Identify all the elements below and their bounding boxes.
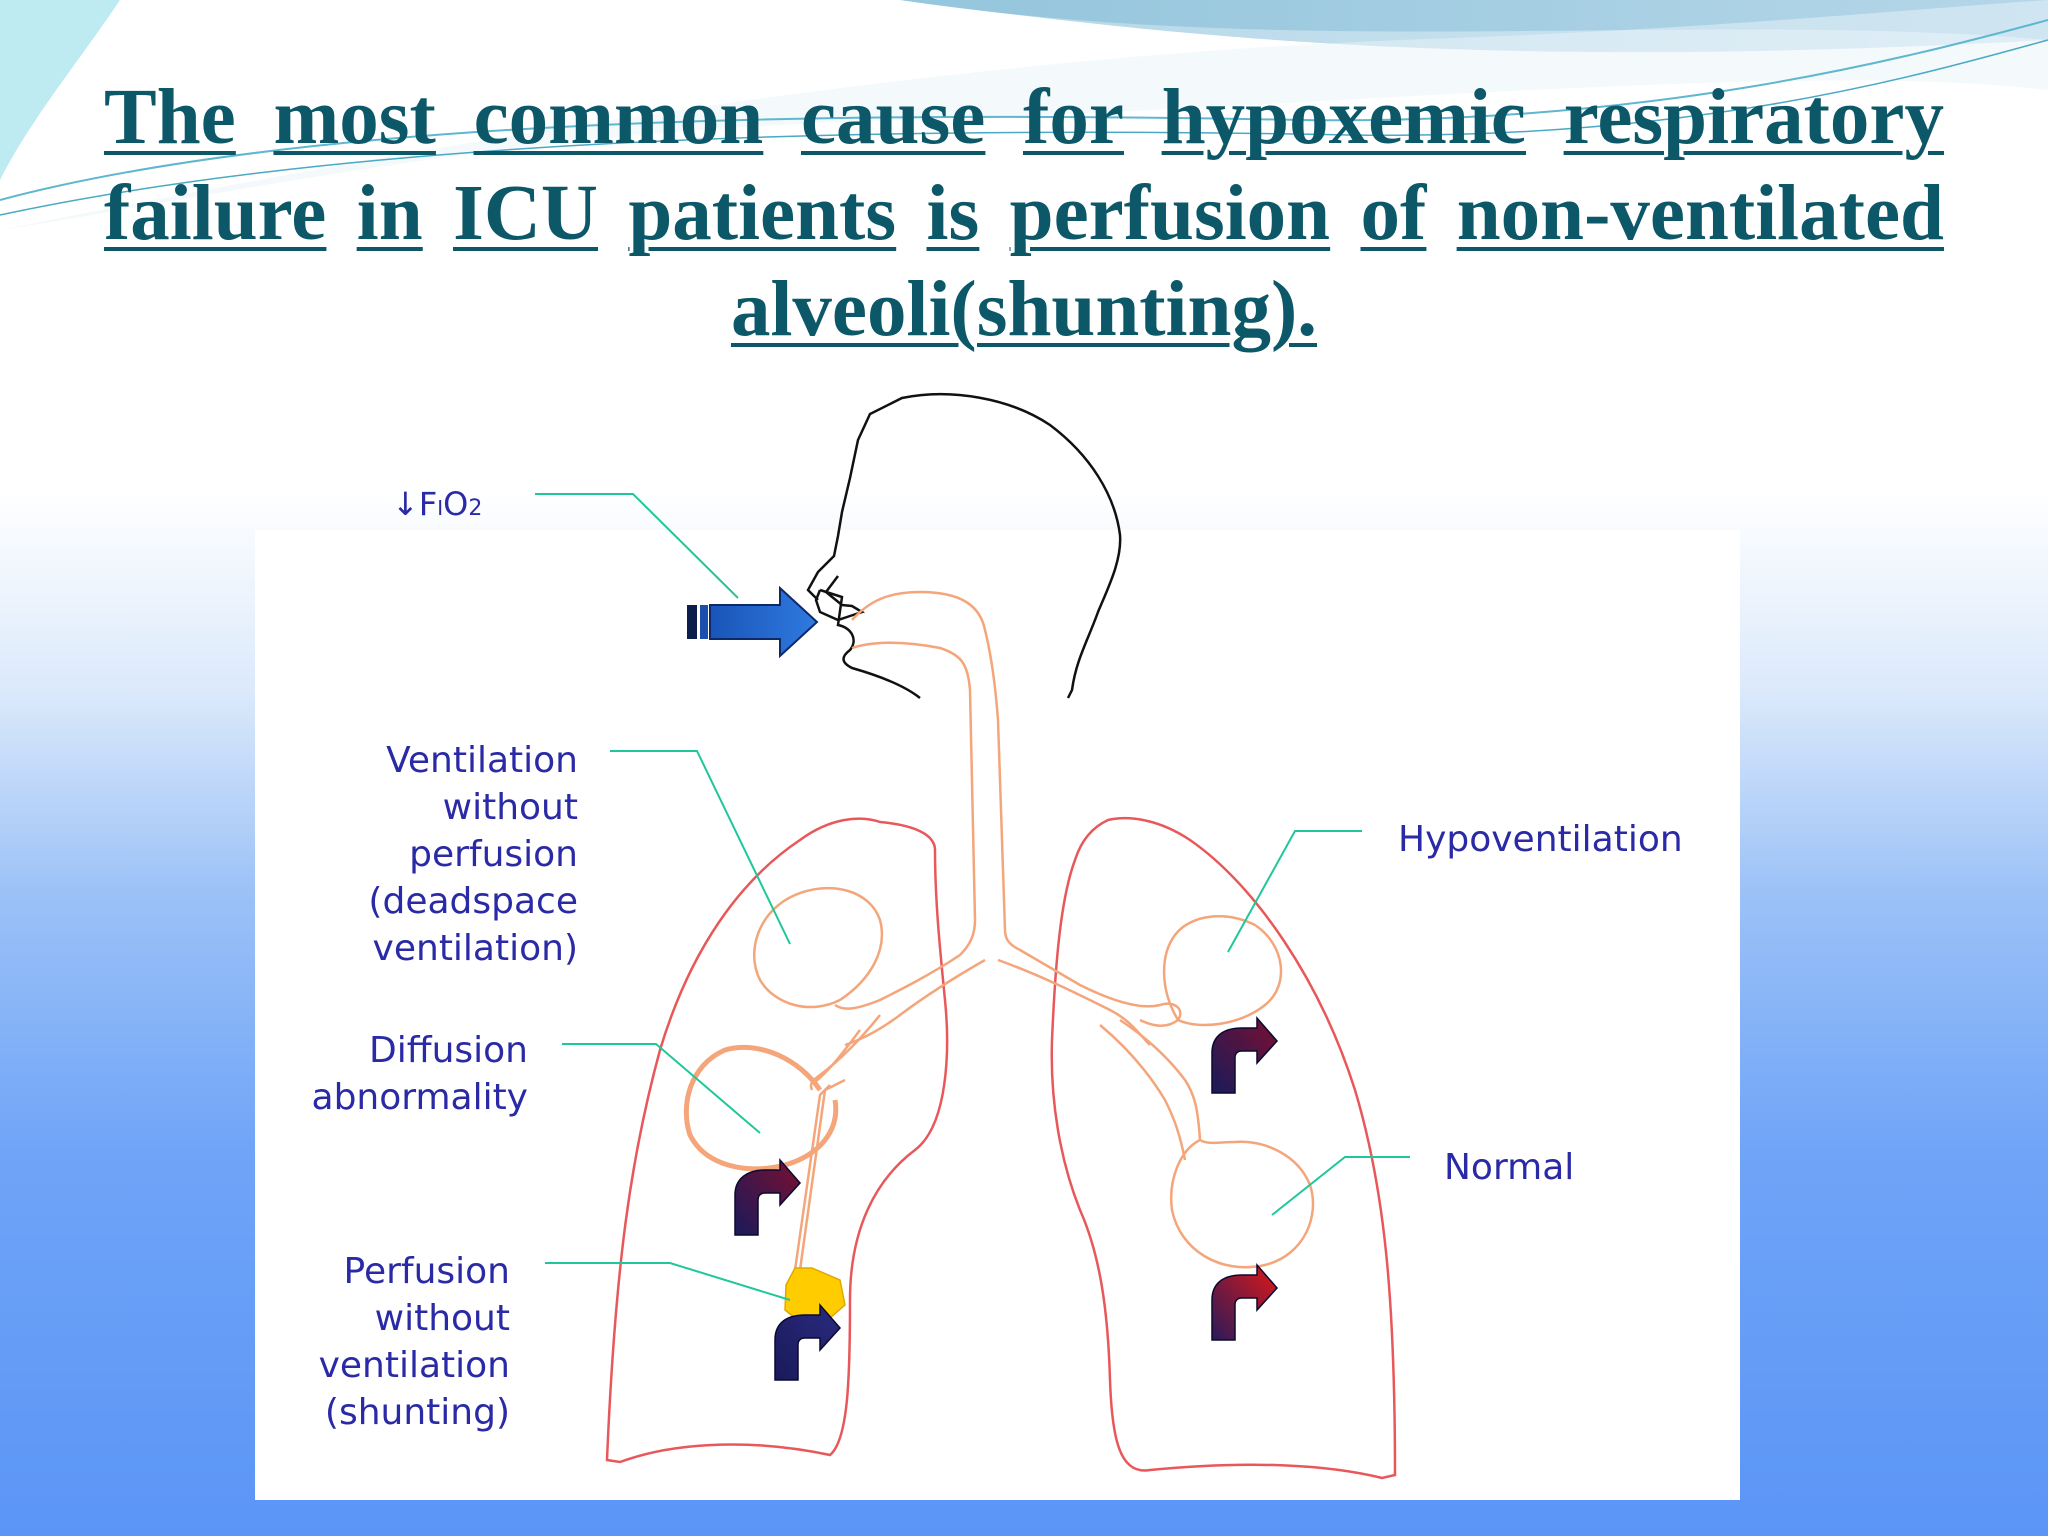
fio2-i: I: [437, 496, 444, 520]
curved-arrow-icon: [734, 1157, 802, 1236]
label-normal: Normal: [1444, 1144, 1574, 1191]
title-word: patients: [628, 170, 897, 257]
down-arrow-glyph: ↓: [392, 485, 419, 523]
label-fio2: ↓FIO2: [392, 481, 482, 532]
head-outline: [806, 392, 1122, 699]
label-line: without: [374, 1298, 510, 1339]
right-lung-outline: [1050, 816, 1397, 1480]
inhalation-arrow-icon: [687, 585, 819, 659]
fio2-sub: 2: [468, 496, 483, 521]
label-shunting: Perfusion without ventilation (shunting): [270, 1248, 510, 1436]
label-line: ventilation: [318, 1345, 510, 1386]
alveolus-deadspace: [752, 886, 884, 1009]
fio2-o: O: [443, 485, 469, 523]
alveolus-normal: [1170, 1138, 1315, 1269]
title-word: failure: [104, 170, 327, 257]
title-word: common: [473, 74, 764, 161]
label-line: Perfusion: [343, 1251, 510, 1292]
fio2-f: F: [418, 485, 438, 523]
title-word: for: [1023, 74, 1124, 161]
title-line-2: failure in ICU patients is perfusion of …: [104, 166, 1944, 262]
label-line: Hypoventilation: [1398, 819, 1683, 860]
title-word: non-ventilated: [1456, 170, 1944, 257]
label-line: abnormality: [311, 1077, 528, 1118]
title-word: in: [356, 170, 423, 257]
label-line: ventilation): [372, 928, 578, 969]
decorative-wave-header: [0, 0, 2048, 230]
title-word: alveoli(shunting).: [730, 266, 1318, 353]
title-word: cause: [800, 74, 986, 161]
curved-arrow-icon: [1211, 1262, 1279, 1341]
label-deadspace: Ventilation without perfusion (deadspace…: [330, 737, 578, 972]
alveolus-hypoventilation: [1162, 915, 1283, 1027]
title-word: most: [273, 74, 436, 161]
title-line-3: alveoli(shunting).: [104, 262, 1944, 358]
title-word: perfusion: [1009, 170, 1331, 257]
title-word: ICU: [453, 170, 598, 257]
airway-tree: [793, 590, 1202, 1271]
label-line: Diffusion: [369, 1030, 528, 1071]
label-line: (deadspace: [368, 881, 578, 922]
title-line-1: The most common cause for hypoxemic resp…: [104, 70, 1944, 166]
label-line: perfusion: [409, 834, 578, 875]
curved-arrow-icon: [1211, 1015, 1279, 1094]
label-line: without: [442, 787, 578, 828]
label-hypoventilation: Hypoventilation: [1398, 816, 1683, 863]
curved-arrow-icon: [774, 1302, 842, 1381]
shunt-blob: [784, 1267, 846, 1323]
title-word: is: [926, 170, 980, 257]
title-word: respiratory: [1563, 74, 1944, 161]
label-line: Ventilation: [386, 740, 578, 781]
diagram-panel: [255, 530, 1740, 1500]
slide-title: The most common cause for hypoxemic resp…: [104, 70, 1944, 358]
alveolus-diffusion: [683, 1044, 839, 1172]
label-diffusion: Diffusion abnormality: [270, 1027, 528, 1121]
title-word: of: [1360, 170, 1427, 257]
label-line: Normal: [1444, 1147, 1575, 1188]
title-word: The: [104, 74, 236, 161]
leader-lines: [535, 493, 1410, 1301]
title-word: hypoxemic: [1161, 74, 1526, 161]
label-line: (shunting): [324, 1392, 510, 1433]
left-lung-outline: [605, 817, 949, 1464]
